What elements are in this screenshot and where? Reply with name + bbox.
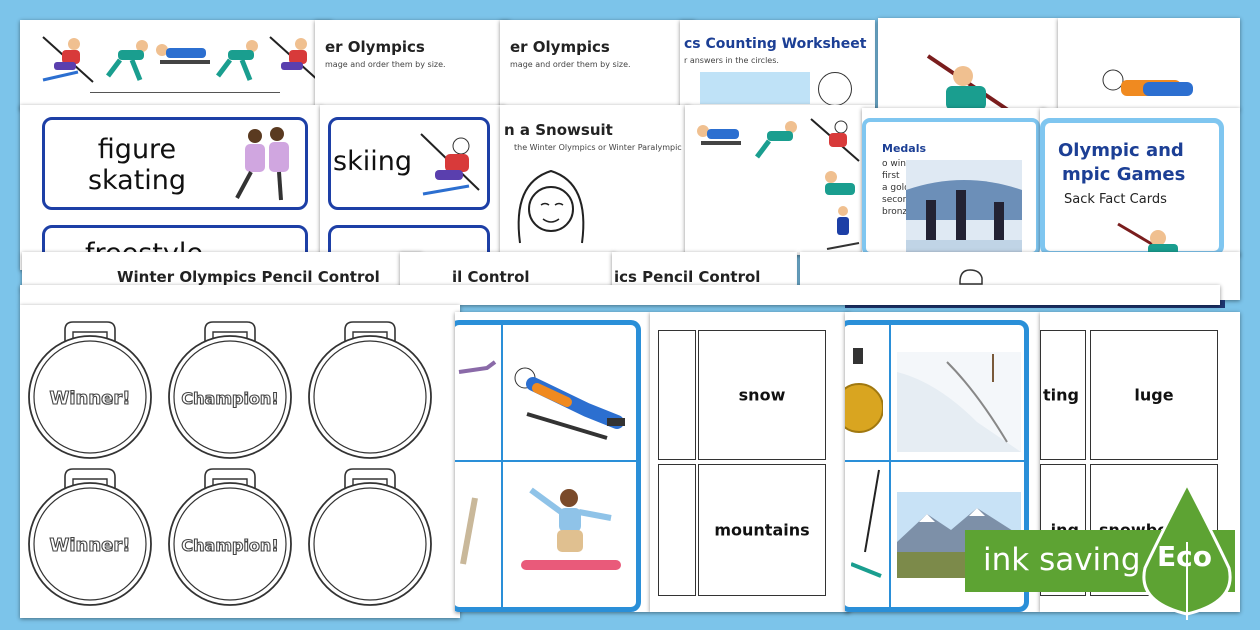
picture-card-divider-v [501,324,503,608]
sheet-word-cards-1: figure skating freestyle [20,105,322,270]
speed-skater-figure-icon [216,40,258,81]
medal-grid: Winner! Champion! Winner! [28,321,432,606]
medal-label: Winner! [50,388,131,409]
ski-fragment-icon [460,497,478,565]
medal-6[interactable] [308,468,432,606]
fact-card-subtitle: Sack Fact Cards [1064,192,1167,207]
sheet-title: n a Snowsuit [504,121,613,139]
medal-label: Champion! [181,389,278,408]
medal-3[interactable] [308,321,432,459]
ink-saving-badge: ink saving Eco [965,480,1260,630]
fact-card-title-line2: mpic Games [1062,164,1186,185]
luge-rider-figure-icon [156,44,210,64]
word-card-label: skiing [333,146,412,177]
word-card-label: mountains [714,520,810,540]
word-card-label: luge [1134,385,1174,405]
fact-card-title-line1: Olympic and [1058,140,1184,161]
word-card-label: ting [1043,385,1079,405]
curler-figure-icon [825,171,855,195]
word-card-snow[interactable]: snow [698,330,826,460]
figure-skaters-icon [235,127,289,201]
word-card-luge[interactable]: luge [1090,330,1218,460]
gold-medal-icon [845,348,883,433]
word-card-mountains[interactable]: mountains [698,464,826,596]
luge-rider-figure-icon [697,125,741,145]
counting-strip [700,72,810,104]
word-card-skating[interactable]: ting [1040,330,1086,460]
sheet-fact-cards: Olympic and mpic Games Sack Fact Cards [1040,108,1240,256]
picture-card-divider-h [455,460,641,462]
eco-leaf-drop-icon [1142,482,1232,620]
word-card-partial-left[interactable] [658,330,696,460]
sheet-snowsuit: n a Snowsuit the Winter Olympics or Wint… [500,105,690,255]
curler-figure-icon [1117,222,1178,256]
sheet-order-size-2: er Olympics mage and order them by size. [500,20,695,110]
sheet-word-cards-2: skiing [320,105,505,270]
sheet-strip-figures [20,20,332,110]
sheet-order-size-1: er Olympics mage and order them by size. [315,20,510,110]
sheet-title: il Control [452,268,530,286]
sheet-luge-figure [1058,18,1240,110]
medal-4[interactable]: Winner! [28,468,152,606]
medal-label: Champion! [181,536,278,555]
skier-figure-icon [810,118,860,162]
sheet-title: ics Pencil Control [614,268,761,286]
word-card-partial-left[interactable] [658,464,696,596]
skier-figure-icon [269,36,321,83]
sheet-grid-back-a [20,285,1220,305]
sheet-subtitle: r answers in the circles. [684,56,779,65]
skier-figure-icon [420,133,480,196]
speed-skater-figure-icon [106,40,148,81]
sheet-medals-info: Medals o win first a gold second bronze [862,108,1046,256]
word-card-skiing[interactable]: skiing [328,117,490,210]
cross-country-skier-icon [826,206,860,250]
ski-pole-fragment-icon [851,469,882,578]
eco-label: Eco [1157,540,1212,573]
speed-skater-figure-icon [755,121,797,159]
child-face-outline-icon [517,169,585,244]
sheet-word-grid-1: snow mountains [650,312,850,612]
curler-figure-icon [926,54,1010,110]
ski-slope-picture [897,352,1021,452]
skater-arm-fragment-icon [458,360,497,374]
sheet-picture-cards-1 [455,312,650,612]
sheet-medal-templates: Winner! Champion! Winner! [20,305,460,618]
medal-2[interactable]: Champion! [168,321,292,459]
sheet-subtitle: the Winter Olympics or Winter Paralympic [514,143,682,152]
medal-1[interactable]: Winner! [28,321,152,459]
skier-figure-icon [42,36,94,83]
sheet-title: Medals [882,142,927,155]
sheet-figure-grid [685,105,875,255]
sheet-counting-worksheet: cs Counting Worksheet r answers in the c… [680,20,875,110]
picture-card-divider-h [845,460,1029,462]
glove-outline-icon [959,269,983,285]
medals-text-lines: o win first a gold second bronze [882,159,915,217]
snowboarder-figure-icon [521,487,621,570]
sheet-subtitle: mage and order them by size. [325,60,446,69]
medal-label: Winner! [50,535,131,556]
sheet-title: er Olympics [325,38,425,56]
word-card-label: figure skating [87,134,187,197]
answer-circle [818,72,852,106]
luge-rider-figure-icon [1102,69,1193,96]
sheet-subtitle: mage and order them by size. [510,60,631,69]
sheet-title: Winter Olympics Pencil Control [117,268,380,286]
luge-rider-figure-icon [514,367,625,440]
divider-line [90,92,280,93]
podium-photo [906,160,1022,256]
picture-card-divider-v [889,324,891,608]
sheet-title: er Olympics [510,38,610,56]
word-card-figure-skating[interactable]: figure skating [42,117,308,210]
ink-saving-text: ink saving [983,542,1141,578]
medal-5[interactable]: Champion! [168,468,292,606]
sheet-curling-figure [878,18,1058,110]
sheet-title: cs Counting Worksheet [684,36,867,52]
word-card-label: snow [738,385,786,405]
